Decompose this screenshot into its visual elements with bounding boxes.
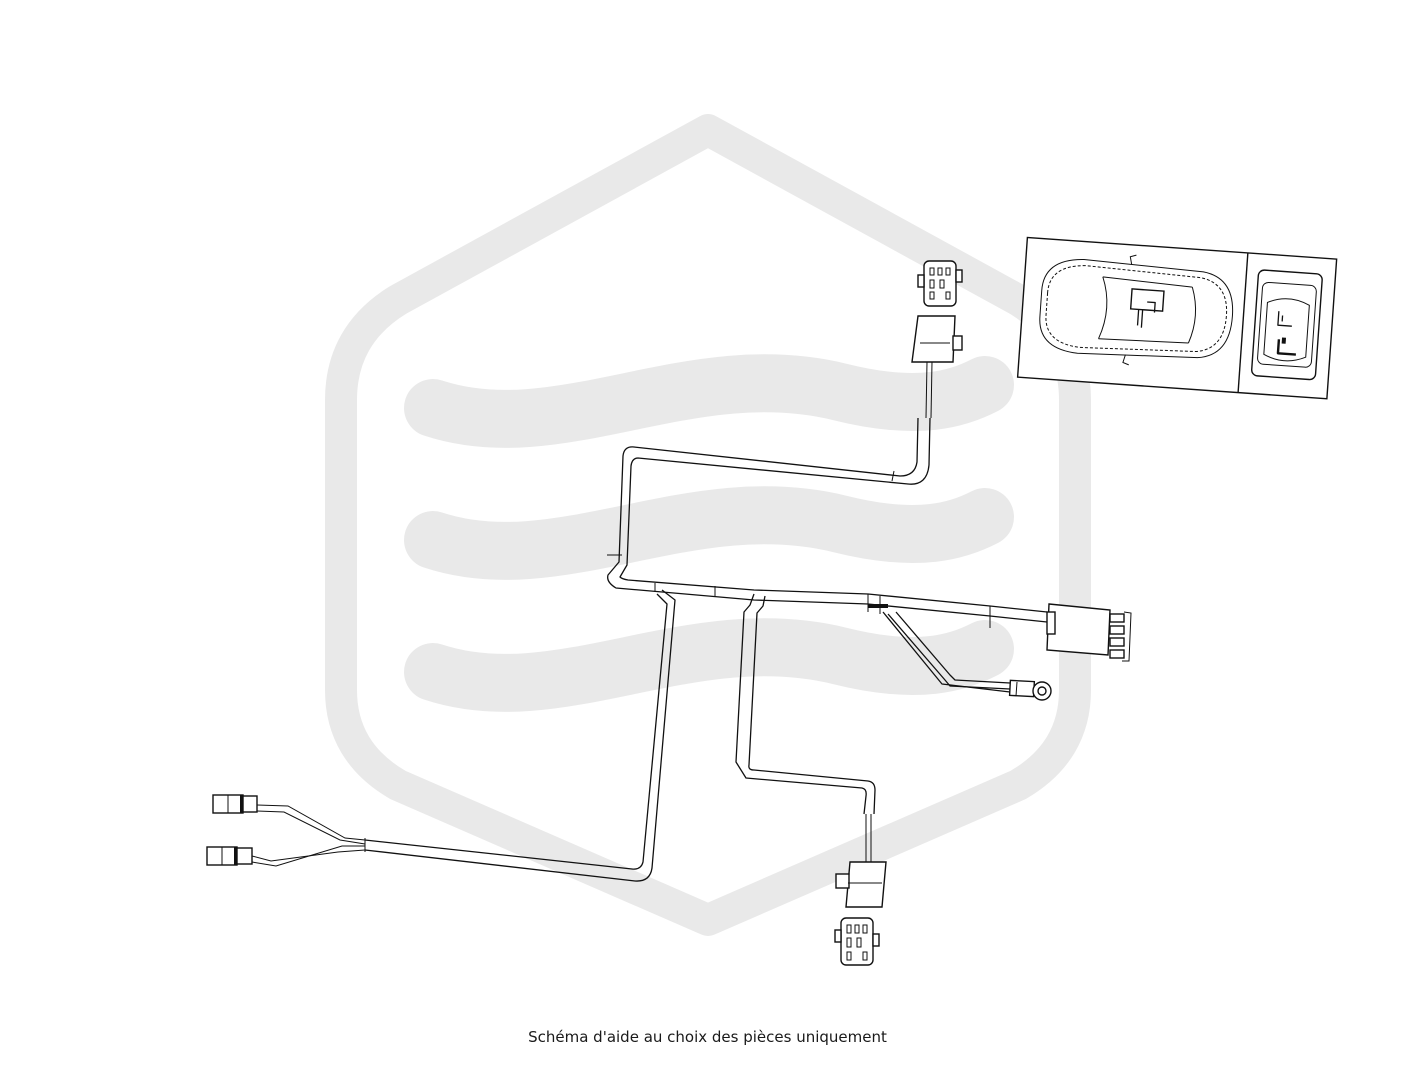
small-plug-lower <box>206 846 253 866</box>
right-connector <box>1046 603 1132 662</box>
upper-seat-connector <box>911 315 963 419</box>
harness-trunk <box>607 417 1048 628</box>
upper-plug <box>917 260 963 307</box>
ring-terminal <box>1008 679 1052 701</box>
caption: Schéma d'aide au choix des pièces unique… <box>528 1028 887 1046</box>
car-location-icon <box>1039 254 1234 366</box>
ground-wire <box>882 611 1011 693</box>
seat-icon <box>1251 269 1323 381</box>
location-inset <box>1016 236 1338 400</box>
watermark-logo <box>325 114 1091 936</box>
small-plug-upper <box>212 794 258 814</box>
lower-seat-connector <box>835 861 887 908</box>
harness-branch-left <box>251 589 676 882</box>
harness-branch-lower <box>735 593 876 862</box>
lower-plug <box>834 917 880 966</box>
